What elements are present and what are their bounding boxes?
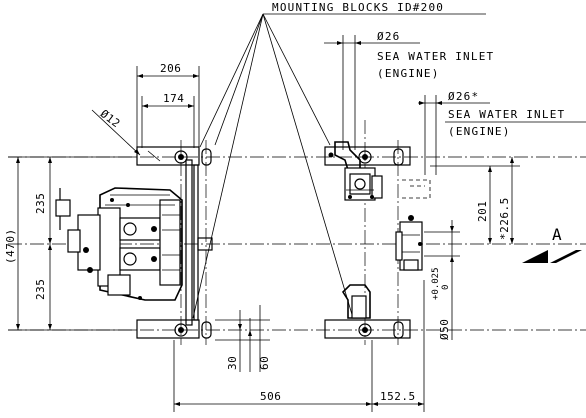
lower-inlet-fitting	[341, 284, 371, 319]
dim-174: 174	[163, 92, 184, 105]
dim-201: 201	[476, 201, 489, 222]
left-lower-mounting-block	[136, 319, 212, 339]
output-flange	[395, 215, 423, 271]
left-upper-mounting-block	[136, 146, 212, 166]
mounting-blocks-note: MOUNTING BLOCKS ID#200	[192, 1, 486, 319]
inlet1-diameter: Ø26	[377, 30, 400, 43]
right-lower-mounting-block	[324, 319, 411, 339]
inlet2-line1: SEA WATER INLET	[448, 108, 565, 121]
dim-152-5: 152.5	[380, 390, 416, 403]
dim-d12: Ø12	[98, 107, 123, 130]
engine-body	[55, 159, 213, 326]
view-label-a: A	[552, 225, 562, 244]
left-vertical-dimensions: (470) 235 235	[4, 156, 135, 331]
inlet2-line2: (ENGINE)	[448, 125, 511, 138]
inlet1-line2: (ENGINE)	[377, 67, 440, 80]
dim-30: 30	[226, 356, 239, 370]
right-upper-mounting-block	[324, 146, 411, 166]
dim-206: 206	[160, 62, 181, 75]
inlet1-line1: SEA WATER INLET	[377, 50, 494, 63]
dim-235-lower: 235	[34, 279, 47, 300]
dim-d50: Ø50	[438, 319, 451, 340]
dim-226-5: *226.5	[498, 197, 511, 240]
shaft-diameter-dimension: Ø50 +0.025 0	[424, 220, 460, 340]
dim-60: 60	[258, 356, 271, 370]
inlet2-diameter: Ø26*	[448, 90, 479, 103]
view-arrow-a: A	[522, 225, 582, 263]
bottom-horizontal-dimensions: 506 152.5	[173, 280, 425, 412]
dim-d50-tol-lower: 0	[441, 285, 451, 290]
sea-water-inlet-note-2: Ø26* SEA WATER INLET (ENGINE)	[418, 90, 586, 175]
sea-water-inlet-note-1: Ø26 SEA WATER INLET (ENGINE)	[324, 30, 494, 150]
dim-d50-tol-upper: +0.025	[431, 267, 441, 300]
dim-235-upper: 235	[34, 193, 47, 214]
dim-470: (470)	[4, 228, 17, 264]
dim-506: 506	[260, 390, 281, 403]
mounting-blocks-label: MOUNTING BLOCKS ID#200	[272, 1, 444, 14]
sea-water-pump	[334, 141, 383, 201]
hidden-outline	[402, 179, 431, 199]
right-vertical-dimensions: 201 *226.5	[430, 157, 520, 244]
top-left-dimensions: 206 174 Ø12	[91, 62, 200, 156]
bottom-small-dimensions: 30 60	[215, 305, 271, 372]
